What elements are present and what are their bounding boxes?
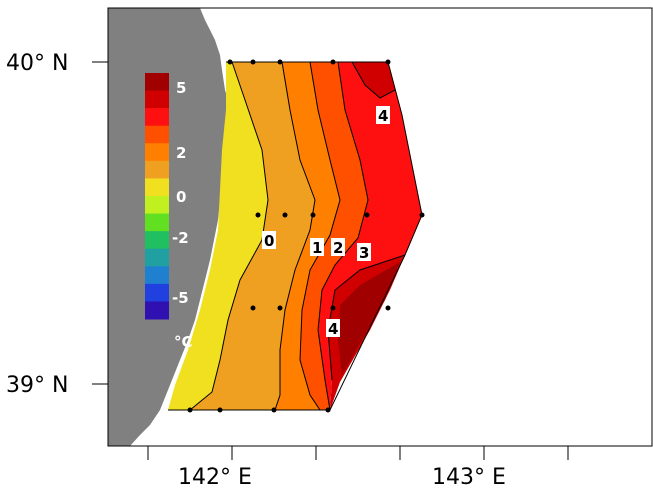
colorbar-swatch [145, 90, 169, 109]
colorbar-swatch [145, 160, 169, 179]
contour-label-1: 1 [312, 239, 322, 257]
colorbar-unit: °C [174, 333, 193, 351]
colorbar-labels: 5 2 0 -2 -5 °C [172, 79, 193, 351]
contour-label-3: 3 [359, 244, 369, 262]
contour-label-0: 0 [264, 232, 274, 250]
colorbar-label-neg2: -2 [172, 229, 189, 247]
colorbar-swatch [145, 213, 169, 232]
colorbar-label-0: 0 [176, 188, 186, 206]
lon-label-143e: 143° E [432, 465, 506, 490]
colorbar-swatch [145, 266, 169, 285]
colorbar-swatch [145, 301, 169, 320]
colorbar-swatch [145, 178, 169, 197]
colorbar-swatch [145, 143, 169, 162]
contour-label-4-south: 4 [328, 320, 338, 338]
colorbar-swatch [145, 283, 169, 302]
colorbar [145, 73, 169, 320]
colorbar-swatch [145, 73, 169, 92]
colorbar-label-2: 2 [176, 144, 186, 162]
lat-label-40n: 40° N [6, 51, 68, 76]
contour-label-4-north: 4 [378, 107, 388, 125]
colorbar-swatch [145, 196, 169, 215]
lon-label-142e: 142° E [178, 465, 252, 490]
colorbar-label-neg5: -5 [172, 289, 189, 307]
plot-frame [107, 7, 653, 447]
axis-ticks [92, 61, 569, 460]
colorbar-swatch [145, 125, 169, 144]
colorbar-swatch [145, 231, 169, 250]
contour-label-group: 0 1 2 3 4 4 [262, 106, 390, 338]
lat-label-39n: 39° N [6, 373, 68, 398]
colorbar-swatch [145, 248, 169, 267]
station-points [187, 59, 425, 413]
colorbar-swatch [145, 108, 169, 127]
contour-label-2: 2 [333, 239, 343, 257]
colorbar-label-5: 5 [176, 79, 186, 97]
